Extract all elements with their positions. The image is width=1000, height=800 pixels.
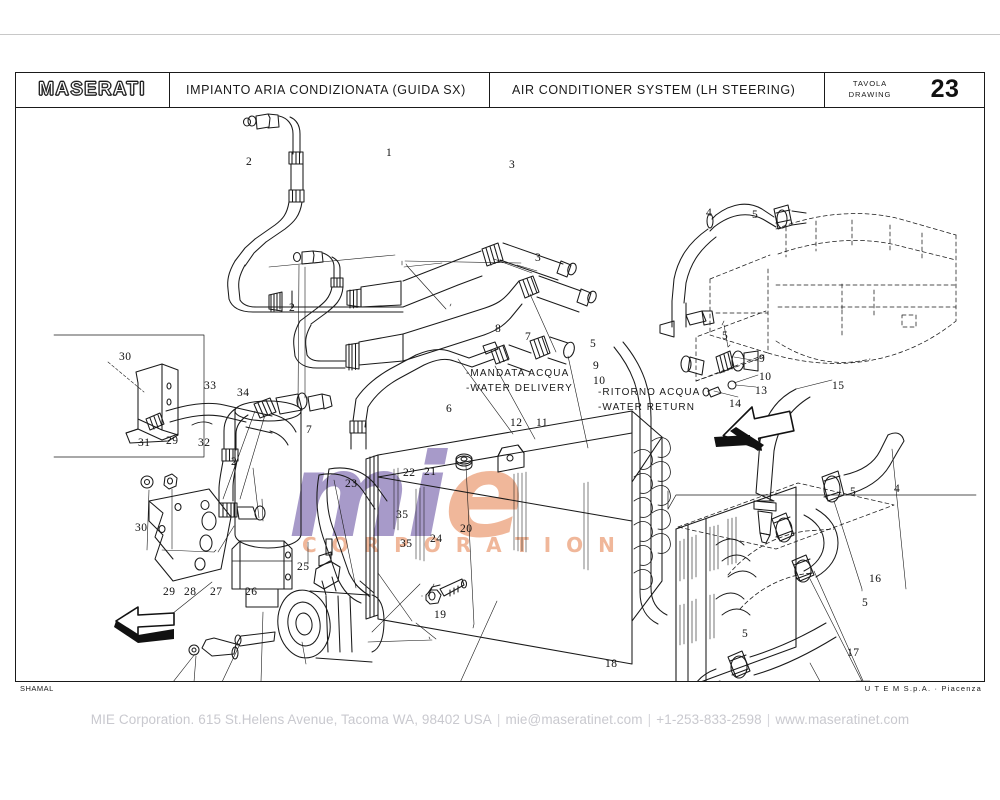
right-side-fittings [659,203,833,544]
callout-number: 31 [138,437,151,449]
title-english: AIR CONDITIONER SYSTEM (LH STEERING) [512,82,796,97]
contact-separator-1: | [496,712,501,727]
callout-number: 2 [289,302,296,314]
callout-number: 24 [430,533,443,545]
bulkhead-dash [695,213,957,382]
callout-number: 29 [166,435,179,447]
callout-number: 27 [210,586,223,598]
callout-number: 10 [759,371,772,383]
callout-number: 34 [237,387,250,399]
contact-line: MIE Corporation. 615 St.Helens Avenue, T… [0,712,1000,727]
left-hose-bundle [145,341,668,625]
contact-website[interactable]: www.maseratinet.com [775,712,910,727]
lower-center-hose [349,335,589,450]
callout-number: 6 [446,403,453,415]
callout-number: 23 [345,478,358,490]
callout-number: 33 [204,380,217,392]
callout-number: 2 [231,456,238,468]
callout-number: 32 [198,437,211,449]
technical-drawing [16,109,984,681]
callout-number: 2 [246,156,253,168]
maserati-wordmark: MASERATI [38,78,146,100]
annotation-water-delivery-en: -WATER DELIVERY [466,383,573,394]
callout-number: 9 [759,353,766,365]
callout-number: 13 [755,385,768,397]
callout-number: 9 [593,360,600,372]
model-name: SHAMAL [20,684,54,693]
callout-number: 8 [495,323,502,335]
callout-number: 26 [245,586,258,598]
callout-number: 11 [536,417,549,429]
callout-number: 14 [729,398,742,410]
callout-number: 7 [306,424,313,436]
publisher-name: U T E M S.p.A. · Piacenza [864,684,982,693]
callout-number: 5 [590,338,597,350]
callout-number: 4 [894,483,901,495]
callout-number: 28 [184,586,197,598]
drawing-frame [15,72,985,682]
top-hose-assembly [227,113,577,313]
callout-number: 3 [509,159,516,171]
callout-number: 21 [424,466,437,478]
callout-number: 20 [460,523,473,535]
callout-number: 17 [847,647,860,659]
tavola-label-it: TAVOLA [852,79,888,89]
middle-hose-assembly [292,250,597,406]
contact-separator-3: | [766,712,771,727]
annotation-water-return: -RITORNO ACQUA -WATER RETURN [598,385,700,415]
contact-phone: +1-253-833-2598 [656,712,762,727]
title-block: MASERATI IMPIANTO ARIA CONDIZIONATA (GUI… [15,72,985,108]
annotation-water-delivery-it: -MANDATA ACQUA [466,368,570,379]
callout-number: 35 [400,538,413,550]
compressor [277,538,385,663]
page-top-rule [0,34,1000,35]
callout-number: 19 [434,609,447,621]
callout-number: 5 [862,597,869,609]
annotation-water-delivery: -MANDATA ACQUA -WATER DELIVERY [466,366,573,396]
brand-logo-cell: MASERATI [15,72,170,107]
callout-number: 5 [742,628,749,640]
callout-number: 5 [850,486,857,498]
contact-address: MIE Corporation. 615 St.Helens Avenue, T… [90,712,492,727]
callout-number: 29 [163,586,176,598]
direction-arrow-left [114,606,175,643]
title-italian-cell: IMPIANTO ARIA CONDIZIONATA (GUIDA SX) [170,72,490,107]
bracket-inset-box [53,334,205,458]
annotation-water-return-it: -RITORNO ACQUA [598,387,701,398]
contact-email[interactable]: mie@maseratinet.com [505,712,643,727]
drawing-number: 23 [930,75,960,103]
callout-number: 1 [386,147,393,159]
receiver-drier [218,392,333,608]
condenser [365,410,671,681]
callout-number: 25 [297,561,310,573]
condenser-piping [316,467,388,604]
callout-number: 35 [396,509,409,521]
callout-number: 16 [869,573,882,585]
callout-number: 22 [403,467,416,479]
tavola-label-en: DRAWING [848,89,892,99]
callout-number: 10 [593,375,606,387]
callout-number: 30 [135,522,148,534]
callout-number: 5 [722,330,729,342]
callout-number: 12 [510,417,523,429]
tavola-label-cell: TAVOLA DRAWING [825,72,905,107]
callout-number: 4 [706,207,713,219]
direction-arrow-right [714,406,795,451]
callout-number: 15 [832,380,845,392]
left-mount-plate [140,473,307,681]
annotation-water-return-en: -WATER RETURN [598,402,696,413]
contact-separator-2: | [647,712,652,727]
title-italian: IMPIANTO ARIA CONDIZIONATA (GUIDA SX) [186,82,466,97]
callout-number: 5 [752,209,759,221]
callout-number: 3 [535,252,542,264]
drawing-number-cell: 23 [905,72,985,107]
callout-number: 7 [525,331,532,343]
callout-number: 30 [119,351,132,363]
title-english-cell: AIR CONDITIONER SYSTEM (LH STEERING) [490,72,825,107]
callout-number: 18 [605,658,618,670]
evaporator-unit [667,432,977,681]
